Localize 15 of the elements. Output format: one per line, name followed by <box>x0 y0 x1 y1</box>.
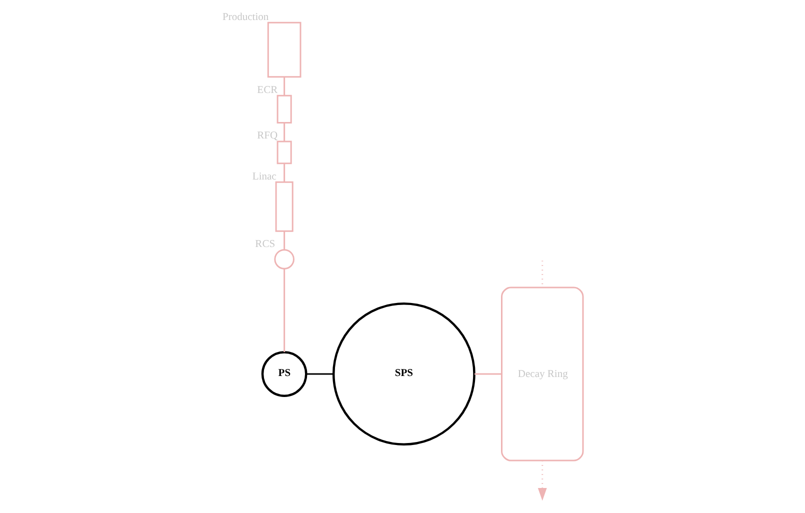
node-box <box>276 140 292 164</box>
connector <box>283 164 285 182</box>
connector <box>283 268 285 352</box>
node-circle: SPS <box>332 302 475 446</box>
node-box <box>274 181 293 232</box>
connector <box>283 77 285 96</box>
node-circle <box>274 249 294 270</box>
node-circle: PS <box>260 351 307 397</box>
connector <box>474 373 502 375</box>
connector <box>283 122 285 142</box>
arrow <box>537 460 546 501</box>
node-box <box>266 22 301 78</box>
connector <box>306 373 334 375</box>
node-box <box>276 94 292 124</box>
connector <box>283 231 285 250</box>
